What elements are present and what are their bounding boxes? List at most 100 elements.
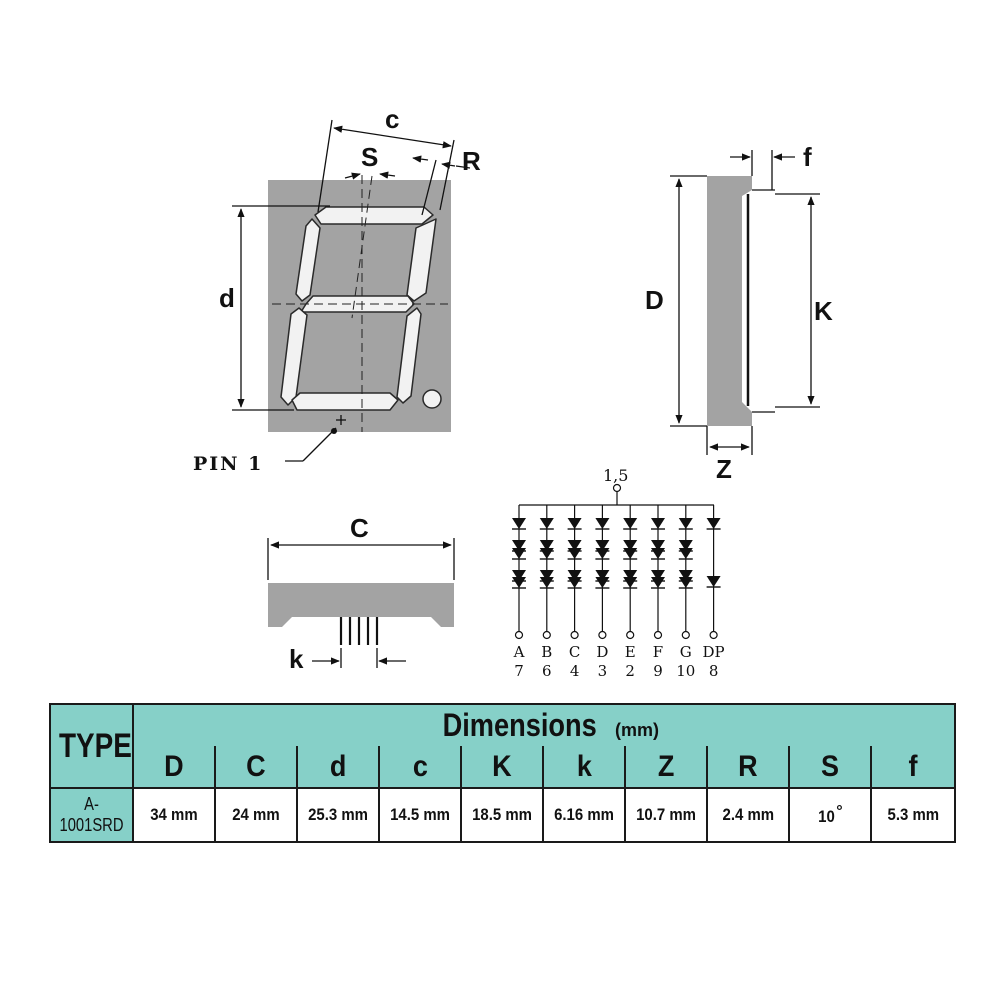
diode-symbol (678, 577, 693, 589)
segment-letter: DP (703, 643, 725, 661)
diode-symbol (623, 518, 638, 530)
segment-pin-number: 4 (570, 662, 580, 680)
column-header-R: R (706, 746, 790, 789)
segment-channel: D3 (595, 505, 610, 680)
side-body (707, 176, 752, 426)
label-D: D (645, 285, 664, 315)
segment-pin-number: 6 (542, 662, 552, 680)
value-R: 2.4 mm (706, 787, 790, 843)
label-Z: Z (716, 454, 732, 484)
diode-symbol (539, 548, 554, 560)
segment-channel: F9 (651, 505, 665, 680)
segment-letter: F (653, 643, 663, 661)
segment-letter: A (513, 643, 525, 661)
front-view: d c S R PIN 1 (193, 104, 481, 475)
diode-symbol (623, 577, 638, 589)
segment-channel: B6 (539, 505, 554, 680)
type-header: TYPE (49, 703, 134, 789)
column-header-k: k (542, 746, 626, 789)
decimal-point (422, 389, 442, 409)
label-r: R (462, 146, 481, 176)
column-header-D: D (132, 746, 216, 789)
segment-letter: B (541, 643, 552, 661)
dimensions-title: Dimensions (mm) (131, 703, 957, 746)
diode-symbol (567, 548, 582, 560)
segment-pin-number: 9 (653, 662, 663, 680)
column-header-C: C (214, 746, 298, 789)
segment-b (406, 218, 437, 302)
value-d: 25.3 mm (296, 787, 380, 843)
segment-pin-number: 10 (676, 662, 695, 680)
column-header-K: K (460, 746, 544, 789)
label-d-small: d (219, 283, 235, 313)
segment-letter: C (569, 643, 580, 661)
column-header-c: c (378, 746, 462, 789)
segment-letter: G (680, 643, 692, 661)
label-f: f (803, 142, 812, 172)
segment-d (291, 392, 399, 411)
side-view: f D K Z (645, 142, 833, 484)
column-header-S: S (788, 746, 872, 789)
segment-pin-number: 8 (709, 662, 719, 680)
column-header-f: f (869, 746, 957, 789)
label-C: C (350, 513, 369, 543)
label-pin1: PIN 1 (193, 453, 263, 475)
value-Z: 10.7 mm (624, 787, 708, 843)
column-header-d: d (296, 746, 380, 789)
common-pin-label: 1,5 (603, 466, 628, 485)
value-K: 18.5 mm (460, 787, 544, 843)
pin-terminal (514, 630, 524, 640)
pin-terminal (570, 630, 579, 640)
type-value: A-1001SRD (49, 787, 134, 843)
segment-channel: C4 (567, 505, 582, 680)
segment-f (295, 218, 321, 302)
diode-symbol (512, 548, 526, 560)
diode-symbol (539, 577, 554, 589)
value-f: 5.3 mm (869, 787, 957, 843)
segment-pin-number: 2 (625, 662, 635, 680)
pin-terminal (653, 630, 663, 640)
value-c: 14.5 mm (378, 787, 462, 843)
degree-symbol: ° (836, 802, 843, 820)
segment-a (314, 206, 434, 225)
bottom-view: C k (267, 513, 455, 674)
dimension-drawing: d c S R PIN 1 (193, 104, 833, 680)
diode-symbol (651, 518, 665, 530)
segment-c (396, 307, 422, 404)
label-c-small: c (385, 104, 399, 134)
diode-symbol (678, 548, 693, 560)
diode-symbol (595, 518, 610, 530)
column-header-Z: Z (624, 746, 708, 789)
diode-symbol (678, 518, 693, 530)
segment-letter: E (625, 643, 636, 661)
diode-symbol (651, 577, 665, 589)
diode-symbol (539, 518, 554, 530)
diode-symbol (567, 518, 582, 530)
label-K: K (814, 296, 833, 326)
segment-e (280, 307, 308, 406)
diode-symbol (567, 577, 582, 589)
diode-symbol (512, 577, 526, 589)
segment-channel: A7 (512, 505, 526, 680)
segment-pin-number: 3 (598, 662, 608, 680)
segment-letter: D (596, 643, 608, 661)
diode-symbol (623, 548, 638, 560)
segment-pin-number: 7 (514, 662, 524, 680)
diode-symbol (706, 576, 721, 588)
segment-channel: G10 (676, 505, 695, 680)
label-s: S (361, 142, 378, 172)
pin-terminal (626, 630, 635, 640)
pin-terminal (598, 630, 607, 640)
value-D: 34 mm (132, 787, 216, 843)
diode-symbol (595, 548, 610, 560)
segment-channel: DP8 (703, 505, 725, 680)
pins (339, 617, 379, 645)
pin-terminal (681, 630, 690, 640)
pin-terminal (542, 630, 551, 640)
value-k: 6.16 mm (542, 787, 626, 843)
segment-channel: E2 (623, 505, 638, 680)
diode-symbol (595, 577, 610, 589)
bottom-body (268, 583, 454, 627)
label-k: k (289, 644, 304, 674)
